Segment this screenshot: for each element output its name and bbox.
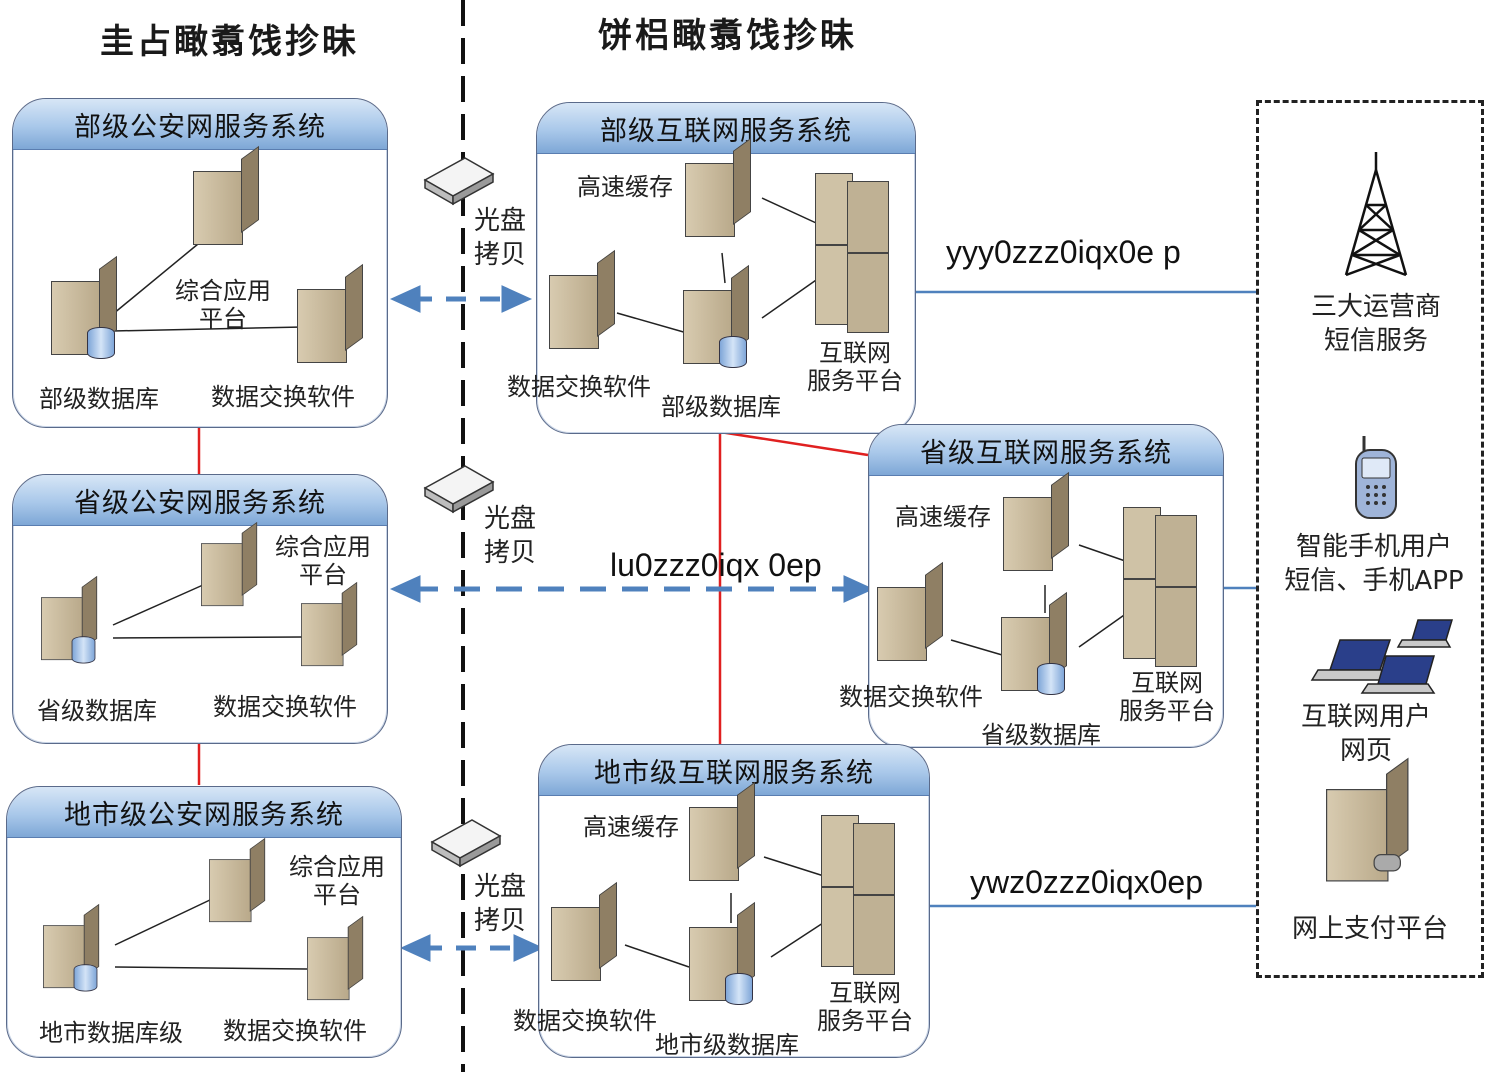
link-label-middle: lu0zzz0iqx 0ep (610, 547, 822, 583)
database-cylinder-icon (87, 327, 115, 359)
exchange-label: 数据交换软件 (213, 693, 357, 721)
disc-copy-arrow-middle (389, 575, 875, 603)
exchange-server-icon (549, 263, 613, 349)
server-cluster-icon (821, 805, 901, 975)
payment-platform-label: 网上支付平台 (1291, 914, 1448, 944)
web-user-label: 互联网用户网页 (1300, 702, 1431, 766)
db-label: 省级数据库 (37, 697, 157, 725)
exchange-label: 数据交换软件 (839, 683, 983, 711)
disc-copy-arrow-top (389, 285, 533, 313)
panel-links (112, 584, 304, 639)
mobile-user-label: 智能手机用户短信、手机APP (1284, 532, 1464, 596)
exchange-label: 数据交换软件 (507, 373, 651, 401)
app-platform-label: 综合应用平台 (289, 853, 385, 909)
key-icon (1373, 854, 1401, 872)
exchange-label: 数据交换软件 (211, 383, 355, 411)
db-label: 部级数据库 (661, 393, 781, 421)
exchange-server-icon (551, 895, 615, 981)
database-cylinder-icon (1037, 663, 1065, 695)
cache-label: 高速缓存 (895, 503, 991, 531)
panel-title: 部级公安网服务系统 (13, 99, 387, 150)
disc-drive-icon (423, 465, 495, 514)
cache-label: 高速缓存 (583, 813, 679, 841)
database-server-icon (689, 915, 753, 1005)
server-cluster-icon (1123, 497, 1203, 667)
database-server-icon (43, 915, 98, 992)
disc-drive-icon (423, 157, 495, 206)
external-services-box (1256, 100, 1484, 978)
panel-links (950, 544, 1132, 658)
panel-links (114, 898, 308, 970)
database-server-icon (51, 269, 115, 359)
disc-copy-label: 光盘拷贝 (474, 872, 527, 936)
panel-title: 地市级公安网服务系统 (7, 787, 401, 838)
disc-copy-arrow-bottom (399, 934, 545, 962)
panel-title: 地市级互联网服务系统 (539, 745, 929, 796)
exchange-label: 数据交换软件 (223, 1017, 367, 1045)
database-server-icon (1001, 605, 1065, 695)
server-icon (301, 593, 355, 667)
exchange-label: 数据交换软件 (513, 1007, 657, 1035)
city-police-panel: 地市级公安网服务系统 综合应用平台 地市数据库级 数据交换软件 (6, 786, 402, 1058)
cache-server-icon (689, 795, 753, 881)
link-label-top: yyy0zzz0iqx0e p (946, 234, 1181, 270)
cache-label: 高速缓存 (577, 173, 673, 201)
red-link-internet-diagonal (719, 430, 869, 457)
db-label: 地市数据库级 (39, 1019, 183, 1047)
ministry-police-panel: 部级公安网服务系统 综合应用平台 部级数据库 数据交换软件 (12, 98, 388, 428)
right-heading: 饼梠瞰翥饯抮昧 (598, 16, 857, 56)
database-server-icon (683, 278, 747, 368)
exchange-server-icon (877, 575, 941, 661)
left-heading: 圭占瞰翥饯抮昧 (100, 22, 359, 62)
app-platform-label: 综合应用平台 (175, 277, 271, 333)
payment-server-icon (1326, 774, 1406, 882)
cache-server-icon (685, 151, 749, 237)
link-label-bottom: ywz0zzz0iqx0ep (970, 864, 1203, 900)
database-cylinder-icon (73, 964, 98, 992)
carrier-sms-label: 三大运营商短信服务 (1310, 292, 1441, 356)
platform-label: 互联网服务平台 (807, 339, 903, 395)
db-label: 部级数据库 (39, 385, 159, 413)
server-icon (209, 849, 263, 923)
cell-tower-icon (1344, 152, 1408, 277)
server-icon (193, 159, 257, 245)
panel-title: 省级公安网服务系统 (13, 475, 387, 526)
panel-links (112, 243, 304, 332)
db-label: 省级数据库 (981, 721, 1101, 749)
city-internet-panel: 地市级互联网服务系统 高速缓存 数据交换软件 地市级数据库 互联网服务平台 (513, 744, 930, 1059)
server-icon (307, 927, 361, 1001)
disc-copy-label: 光盘拷贝 (474, 206, 527, 270)
province-police-panel: 省级公安网服务系统 综合应用平台 省级数据库 数据交换软件 (12, 474, 388, 744)
server-icon (297, 277, 361, 363)
province-internet-panel: 省级互联网服务系统 高速缓存 数据交换软件 省级数据库 互联网服务平台 (839, 424, 1224, 749)
laptop-icon (1396, 619, 1454, 648)
app-platform-label: 综合应用平台 (275, 533, 371, 589)
ministry-internet-panel: 部级互联网服务系统 高速缓存 数据交换软件 部级数据库 互联网服务平台 (507, 102, 916, 434)
mobile-phone-icon (1355, 436, 1397, 519)
database-cylinder-icon (71, 636, 96, 664)
db-label: 地市级数据库 (655, 1031, 799, 1059)
disc-drive-icon (430, 819, 502, 868)
server-cluster-icon (815, 163, 895, 333)
laptop-icon (1310, 639, 1392, 681)
database-cylinder-icon (719, 336, 747, 368)
laptop-icon (1360, 655, 1436, 694)
disc-copy-label: 光盘拷贝 (484, 504, 537, 568)
database-cylinder-icon (725, 973, 753, 1005)
cache-server-icon (1003, 485, 1067, 571)
platform-label: 互联网服务平台 (1119, 669, 1215, 725)
panel-title: 省级互联网服务系统 (869, 425, 1223, 476)
server-icon (201, 533, 255, 607)
platform-label: 互联网服务平台 (817, 979, 913, 1035)
database-server-icon (41, 587, 96, 664)
panel-title: 部级互联网服务系统 (537, 103, 915, 154)
